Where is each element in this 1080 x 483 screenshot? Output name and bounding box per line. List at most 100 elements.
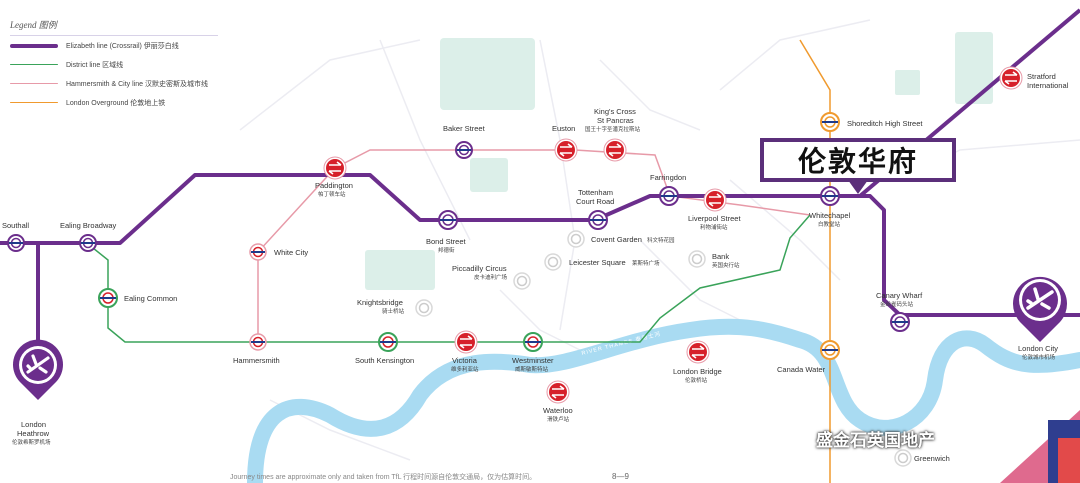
label-canary-wharf: Canary Wharf: [876, 291, 923, 300]
label-knightsbridge-cn: 骑士桥站: [382, 307, 405, 315]
station-covent-garden[interactable]: [567, 230, 585, 248]
highlight-location-callout[interactable]: 伦敦华府: [760, 138, 956, 182]
station-labels: Southall Ealing Broadway Ealing Common H…: [2, 72, 1069, 463]
rail-stratford-icon[interactable]: [999, 66, 1023, 90]
station-shoreditch-high-street[interactable]: [820, 112, 840, 132]
legend: Legend 图例 Elizabeth line (Crossrail) 伊丽莎…: [10, 18, 218, 112]
label-liverpool-street-cn: 利物浦街站: [700, 223, 728, 231]
label-tcr-2: Court Road: [576, 197, 614, 206]
legend-item-district: District line 区域线: [10, 55, 218, 74]
heathrow-airport-pin[interactable]: [12, 339, 63, 400]
legend-swatch-overground: [10, 101, 58, 104]
label-paddington-cn: 帕丁顿车站: [318, 190, 346, 198]
label-leicester-cn: 莱斯特广场: [632, 259, 660, 267]
legend-title: Legend 图例: [10, 18, 218, 36]
corner-decoration: [1000, 410, 1080, 483]
station-greenwich[interactable]: [894, 449, 912, 467]
rail-kings-cross-icon[interactable]: [603, 138, 627, 162]
label-covent-garden-cn: 科文特花园: [647, 236, 675, 244]
station-westminster[interactable]: [523, 332, 543, 352]
label-westminster: Westminster: [512, 356, 554, 365]
station-canary-wharf[interactable]: [890, 312, 910, 332]
watermark: 盛金石英国地产: [816, 431, 935, 450]
station-piccadilly-circus[interactable]: [513, 272, 531, 290]
label-covent-garden: Covent Garden: [591, 235, 642, 244]
label-piccadilly: Piccadilly Circus: [452, 264, 507, 273]
label-whitechapel: Whitechapel: [809, 211, 851, 220]
label-bank: Bank: [712, 252, 729, 261]
label-victoria-cn: 维多利亚站: [451, 365, 479, 373]
rail-liverpool-street-icon[interactable]: [703, 188, 727, 212]
label-waterloo: Waterloo: [543, 406, 573, 415]
station-hammersmith[interactable]: [249, 333, 267, 351]
station-markers: [7, 112, 912, 467]
label-kings-cross-2: St Pancras: [597, 116, 634, 125]
label-southall: Southall: [2, 221, 29, 230]
label-south-kensington: South Kensington: [355, 356, 414, 365]
label-victoria: Victoria: [452, 356, 478, 365]
station-ealing-broadway[interactable]: [79, 234, 97, 252]
label-greenwich: Greenwich: [914, 454, 950, 463]
label-bond-street: Bond Street: [426, 237, 467, 246]
station-canada-water[interactable]: [820, 340, 840, 360]
station-leicester-square[interactable]: [544, 253, 562, 271]
station-white-city[interactable]: [249, 243, 267, 261]
rail-london-bridge-icon[interactable]: [686, 340, 710, 364]
label-waterloo-cn: 滑铁卢站: [547, 415, 570, 423]
rail-paddington-icon[interactable]: [323, 156, 347, 180]
station-farringdon[interactable]: [659, 186, 679, 206]
national-rail-markers: [323, 66, 1023, 404]
legend-label-hammersmith: Hammersmith & City line 汉默史密斯及城市线: [66, 80, 208, 88]
label-shoreditch: Shoreditch High Street: [847, 119, 923, 128]
label-baker-street: Baker Street: [443, 124, 486, 133]
station-south-kensington[interactable]: [378, 332, 398, 352]
label-farringdon: Farringdon: [650, 173, 686, 182]
label-ealing-common: Ealing Common: [124, 294, 177, 303]
label-stratford-2: International: [1027, 81, 1069, 90]
label-kings-cross-cn: 国王十字圣潘克拉斯站: [585, 125, 641, 133]
rail-victoria-icon[interactable]: [454, 330, 478, 354]
label-heathrow-2: Heathrow: [17, 429, 50, 438]
station-whitechapel[interactable]: [820, 186, 840, 206]
station-ealing-common[interactable]: [98, 288, 118, 308]
legend-swatch-hammersmith: [10, 82, 58, 85]
label-piccadilly-cn: 皮卡迪利广场: [474, 273, 508, 281]
station-bank[interactable]: [688, 250, 706, 268]
footer-note: Journey times are approximate only and t…: [230, 474, 537, 481]
label-bank-cn: 英国央行站: [712, 261, 740, 269]
parks: [365, 32, 993, 290]
page-number: 8—9: [612, 472, 629, 481]
label-knightsbridge: Knightsbridge: [357, 298, 403, 307]
station-bond-street[interactable]: [438, 210, 458, 230]
legend-label-elizabeth: Elizabeth line (Crossrail) 伊丽莎白线: [66, 42, 179, 50]
label-euston: Euston: [552, 124, 575, 133]
london-city-airport-pin[interactable]: [1012, 276, 1067, 342]
label-heathrow-cn: 伦敦希斯罗机场: [12, 438, 51, 446]
legend-label-overground: London Overground 伦敦地上铁: [66, 99, 166, 107]
label-westminster-cn: 威斯敏斯特站: [515, 365, 549, 373]
station-baker-street[interactable]: [455, 141, 473, 159]
label-canary-wharf-cn: 金丝雀码头站: [880, 300, 914, 308]
label-canada-water: Canada Water: [777, 365, 826, 374]
label-stratford-1: Stratford: [1027, 72, 1056, 81]
legend-item-elizabeth: Elizabeth line (Crossrail) 伊丽莎白线: [10, 36, 218, 55]
rail-waterloo-icon[interactable]: [546, 380, 570, 404]
legend-label-district: District line 区域线: [66, 61, 124, 69]
label-paddington: Paddington: [315, 181, 353, 190]
label-london-city: London City: [1018, 344, 1058, 353]
station-southall[interactable]: [7, 234, 25, 252]
legend-item-overground: London Overground 伦敦地上铁: [10, 93, 218, 112]
label-white-city: White City: [274, 248, 308, 257]
station-tottenham-court-road[interactable]: [588, 210, 608, 230]
legend-swatch-elizabeth: [10, 43, 58, 48]
label-leicester: Leicester Square: [569, 258, 626, 267]
label-london-city-cn: 伦敦城市机场: [1022, 353, 1056, 361]
legend-item-hammersmith: Hammersmith & City line 汉默史密斯及城市线: [10, 74, 218, 93]
label-bond-street-cn: 邦德街: [438, 246, 455, 254]
rail-euston-icon[interactable]: [554, 138, 578, 162]
legend-swatch-district: [10, 63, 58, 66]
label-tcr-1: Tottenham: [578, 188, 613, 197]
callout-pointer: [848, 180, 868, 194]
station-knightsbridge[interactable]: [415, 299, 433, 317]
